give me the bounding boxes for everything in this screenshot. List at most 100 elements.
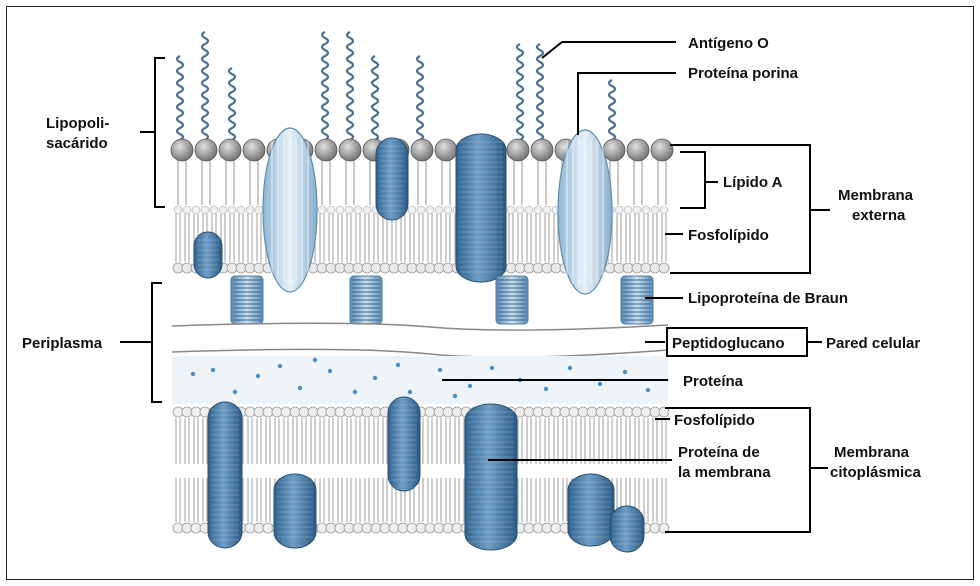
phospholipid-head — [354, 206, 362, 214]
lps-head — [195, 139, 217, 161]
phospholipid-head — [219, 206, 227, 214]
periplasmic-protein-dot — [396, 363, 400, 367]
phospholipid-head — [660, 206, 668, 214]
label-peptidoglucano: Peptidoglucano — [672, 335, 785, 352]
phospholipid-head — [290, 407, 300, 417]
phospholipid-head — [326, 263, 336, 273]
outer-protein — [456, 134, 506, 282]
lps-head — [219, 139, 241, 161]
phospholipid-head — [434, 407, 444, 417]
phospholipid-head — [362, 263, 372, 273]
phospholipid-head — [236, 263, 246, 273]
outer-protein — [376, 138, 408, 220]
label-lipido-a: Lípido A — [723, 174, 783, 191]
phospholipid-head — [408, 206, 416, 214]
periplasmic-protein-dot — [408, 390, 412, 394]
phospholipid-head — [246, 206, 254, 214]
phospholipid-head — [434, 523, 444, 533]
phospholipid-head — [425, 263, 435, 273]
phospholipid-head — [651, 206, 659, 214]
phospholipid-head — [659, 263, 669, 273]
phospholipid-head — [542, 523, 552, 533]
phospholipid-head — [362, 407, 372, 417]
phospholipid-head — [317, 523, 327, 533]
periplasmic-protein-dot — [298, 386, 302, 390]
periplasmic-protein-dot — [353, 390, 357, 394]
label-proteina-porina: Proteína porina — [688, 65, 799, 82]
phospholipid-head — [362, 523, 372, 533]
membrane-protein — [568, 474, 614, 546]
periplasmic-protein-dot — [453, 394, 457, 398]
label-fosfolipido-externo: Fosfolípido — [688, 227, 769, 244]
phospholipid-head — [443, 523, 453, 533]
phospholipid-head — [507, 206, 515, 214]
phospholipid-head — [227, 263, 237, 273]
antigen-o-chain — [417, 56, 423, 140]
phospholipid-head — [344, 407, 354, 417]
phospholipid-head — [425, 407, 435, 417]
periplasmic-protein-dot — [278, 364, 282, 368]
phospholipid-head — [335, 523, 345, 533]
periplasmic-protein-dot — [468, 384, 472, 388]
phospholipid-head — [551, 523, 561, 533]
phospholipid-head — [398, 523, 408, 533]
phospholipid-head — [587, 407, 597, 417]
phospholipid-head — [543, 206, 551, 214]
lps-head — [531, 139, 553, 161]
phospholipid-head — [417, 206, 425, 214]
phospholipid-head — [174, 206, 182, 214]
periplasmic-protein-dot — [313, 358, 317, 362]
phospholipid-head — [201, 206, 209, 214]
phospholipid-head — [642, 206, 650, 214]
phospholipid-head — [515, 263, 525, 273]
antigen-o-chains — [177, 32, 615, 140]
phospholipid-head — [363, 206, 371, 214]
phospholipid-head — [245, 407, 255, 417]
phospholipid-head — [435, 206, 443, 214]
phospholipid-head — [272, 407, 282, 417]
phospholipid-head — [623, 407, 633, 417]
phospholipid-head — [624, 206, 632, 214]
label-lipopolisacarido-1: Lipopoli- — [46, 115, 109, 132]
phospholipid-head — [444, 206, 452, 214]
peptidoglycan-layer — [172, 323, 668, 404]
phospholipid-head — [407, 263, 417, 273]
lps-head — [339, 139, 361, 161]
phospholipid-head — [192, 206, 200, 214]
phospholipid-head — [426, 206, 434, 214]
antigen-o-chain — [177, 56, 183, 140]
phospholipid-head — [210, 206, 218, 214]
phospholipid-head — [255, 206, 263, 214]
phospholipid-head — [525, 206, 533, 214]
phospholipid-head — [615, 206, 623, 214]
phospholipid-head — [407, 523, 417, 533]
phospholipid-head — [551, 263, 561, 273]
phospholipid-head — [542, 407, 552, 417]
label-membrana-citoplasmica-1: Membrana — [834, 444, 910, 461]
phospholipid-head — [533, 523, 543, 533]
lps-head — [171, 139, 193, 161]
phospholipid-head — [191, 523, 201, 533]
phospholipid-head — [614, 407, 624, 417]
phospholipid-head — [632, 263, 642, 273]
phospholipid-head — [308, 407, 318, 417]
phospholipid-head — [182, 407, 192, 417]
phospholipid-head — [344, 263, 354, 273]
phospholipid-head — [623, 263, 633, 273]
phospholipid-head — [173, 407, 183, 417]
phospholipid-head — [516, 206, 524, 214]
phospholipid-head — [237, 206, 245, 214]
lps-head — [507, 139, 529, 161]
lps-head — [243, 139, 265, 161]
phospholipid-head — [326, 523, 336, 533]
phospholipid-head — [569, 407, 579, 417]
phospholipid-head — [335, 407, 345, 417]
phospholipid-head — [317, 407, 327, 417]
peptidoglycan-strand — [172, 323, 668, 330]
phospholipid-head — [605, 407, 615, 417]
phospholipid-head — [263, 407, 273, 417]
periplasmic-protein-dot — [646, 388, 650, 392]
lps-head — [411, 139, 433, 161]
phospholipid-head — [371, 263, 381, 273]
